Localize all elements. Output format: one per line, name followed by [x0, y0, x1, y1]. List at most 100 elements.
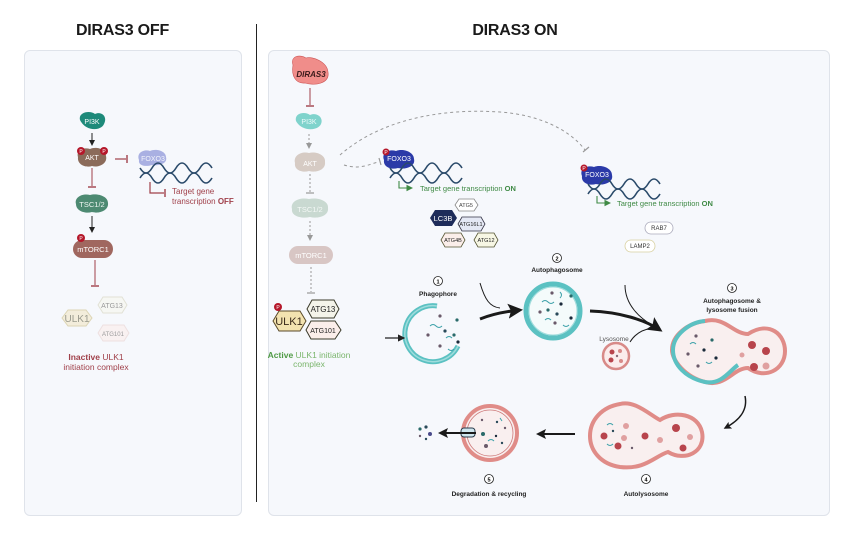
- phospho-icon: [580, 164, 588, 172]
- svg-text:Autolysosome: Autolysosome: [624, 491, 669, 498]
- off-atg13-label: ATG13: [101, 303, 123, 310]
- autophagy-protein-atg12: ATG12: [473, 232, 499, 248]
- step-3: 3 Autophagosome & lysosome fusion: [703, 283, 761, 314]
- on-diras3-node: DIRAS3: [292, 55, 329, 85]
- off-mtorc1-node: mTORC1 P: [73, 234, 113, 258]
- svg-text:P: P: [582, 166, 586, 172]
- on-ulk1-label: ULK1: [275, 316, 303, 328]
- autolysosome-icon: [587, 401, 705, 470]
- svg-text:ATG16L1: ATG16L1: [459, 222, 482, 228]
- svg-text:P: P: [79, 149, 83, 155]
- off-akt-inhibits-tsc: [88, 168, 96, 188]
- on-tsc-node: TSC1/2: [291, 198, 329, 218]
- lysosome-protein-lamp2: LAMP2: [624, 239, 656, 253]
- on-diras3-inhibits-pi3k: [306, 88, 314, 107]
- svg-text:P: P: [79, 236, 83, 242]
- lysosome-protein-rab7: RAB7: [644, 221, 674, 235]
- on-foxo3-node-2: FOXO3 P: [580, 164, 613, 185]
- svg-text:ATG4B: ATG4B: [444, 238, 462, 244]
- step-2: 2 Autophagosome: [531, 253, 583, 274]
- svg-text:4: 4: [644, 478, 648, 484]
- on-akt-label: AKT: [303, 161, 317, 168]
- phagophore-to-autophagosome-arrow: [479, 303, 523, 321]
- svg-text:lysosome fusion: lysosome fusion: [706, 307, 757, 314]
- phospho-icon: [274, 303, 282, 311]
- on-foxo3-label-1: FOXO3: [387, 156, 411, 163]
- on-akt-inhibits-tsc: [306, 174, 314, 194]
- degradation-vesicle-icon: [460, 404, 519, 462]
- on-dna-icon-1: [389, 162, 463, 184]
- off-tsc-node: TSC1/2: [75, 194, 109, 213]
- panel-divider: [256, 24, 257, 502]
- lysosome-label: Lysosome: [599, 336, 629, 343]
- off-ulk1-complex: ULK1 ATG13 ATG101: [61, 296, 130, 342]
- off-target-line2: transcription OFF: [172, 197, 234, 206]
- on-mtorc1-inhibits-ulk1: [307, 267, 315, 294]
- fusion-to-autolysosome-arrow: [723, 395, 747, 429]
- on-pi3k-label: PI3K: [301, 119, 317, 126]
- svg-text:P: P: [102, 149, 106, 155]
- off-target-line1: Target gene: [172, 187, 215, 196]
- svg-text:3: 3: [730, 287, 733, 293]
- svg-text:RAB7: RAB7: [651, 226, 667, 232]
- fusion-icon: [669, 318, 788, 386]
- svg-text:LAMP2: LAMP2: [630, 244, 650, 250]
- recycled-molecules-icon: [418, 425, 432, 441]
- svg-text:P: P: [276, 305, 280, 311]
- lysosome-icon: [601, 341, 631, 371]
- on-caption-line2: complex: [293, 359, 325, 369]
- on-ulk1-complex: ULK1 P ATG13 ATG101: [272, 299, 342, 340]
- off-caption-line1: Inactive ULK1: [68, 352, 124, 362]
- autophagy-protein-lc3b: LC3B: [430, 210, 457, 226]
- autophagy-protein-atg16l1: ATG16L1: [457, 216, 486, 232]
- on-mtorc1-node: mTORC1: [289, 246, 333, 264]
- autophagosome-icon: [523, 281, 583, 341]
- diras3-off-panel: [24, 50, 242, 516]
- off-pi3k-node: PI3K: [79, 112, 106, 130]
- svg-text:5: 5: [487, 478, 490, 484]
- off-dna-icon: [139, 162, 213, 184]
- svg-text:ATG5: ATG5: [459, 203, 473, 209]
- on-mtorc1-label: mTORC1: [295, 251, 327, 260]
- step-5: 5 Degradation & recycling: [452, 474, 527, 498]
- off-foxo3-label: FOXO3: [141, 156, 165, 163]
- on-target-text-2: Target gene transcription ON: [617, 199, 713, 208]
- phospho-icon: [382, 148, 390, 156]
- off-akt-node: AKT P P: [77, 147, 108, 167]
- off-akt-inhibits-foxo3: [115, 155, 128, 163]
- on-target-text-1: Target gene transcription ON: [420, 184, 516, 193]
- svg-text:Autophagosome &: Autophagosome &: [703, 298, 761, 305]
- on-tsc-label: TSC1/2: [297, 205, 322, 214]
- svg-text:LC3B: LC3B: [434, 214, 453, 223]
- off-caption-line2: initiation complex: [63, 362, 129, 372]
- title-diras3-off: DIRAS3 OFF: [75, 22, 170, 39]
- step-4: 4 Autolysosome: [624, 474, 669, 498]
- step-1: 1 Phagophore: [419, 276, 457, 298]
- svg-text:2: 2: [555, 257, 558, 263]
- on-foxo3-node-1: FOXO3 P: [382, 148, 415, 169]
- on-pi3k-node: PI3K: [295, 113, 322, 130]
- off-ulk1-label: ULK1: [64, 314, 89, 325]
- phospho-icon: [100, 147, 108, 155]
- on-transcription-arrow-2: [596, 196, 612, 207]
- off-mtorc1-label: mTORC1: [77, 245, 109, 254]
- on-transcription-arrow-1: [398, 181, 414, 192]
- svg-text:Phagophore: Phagophore: [419, 291, 457, 298]
- off-akt-label: AKT: [85, 155, 99, 162]
- on-foxo3-label-2: FOXO3: [585, 172, 609, 179]
- akt-inhibits-foxo3-a: [343, 161, 379, 168]
- svg-text:Degradation & recycling: Degradation & recycling: [452, 491, 527, 498]
- title-diras3-on: DIRAS3 ON: [472, 22, 558, 39]
- phospho-icon: [77, 147, 85, 155]
- on-atg13-label: ATG13: [311, 305, 336, 314]
- protein-join-arrow-1: [479, 282, 501, 309]
- autophagy-protein-atg5: ATG5: [454, 198, 479, 212]
- off-foxo3-node: FOXO3: [138, 149, 167, 166]
- svg-text:P: P: [384, 150, 388, 156]
- svg-text:ATG12: ATG12: [477, 238, 494, 244]
- off-pi3k-label: PI3K: [84, 119, 100, 126]
- phagophore-icon: [402, 303, 461, 365]
- off-tsc-label: TSC1/2: [79, 200, 104, 209]
- autophagosome-to-fusion-arrow: [589, 309, 663, 332]
